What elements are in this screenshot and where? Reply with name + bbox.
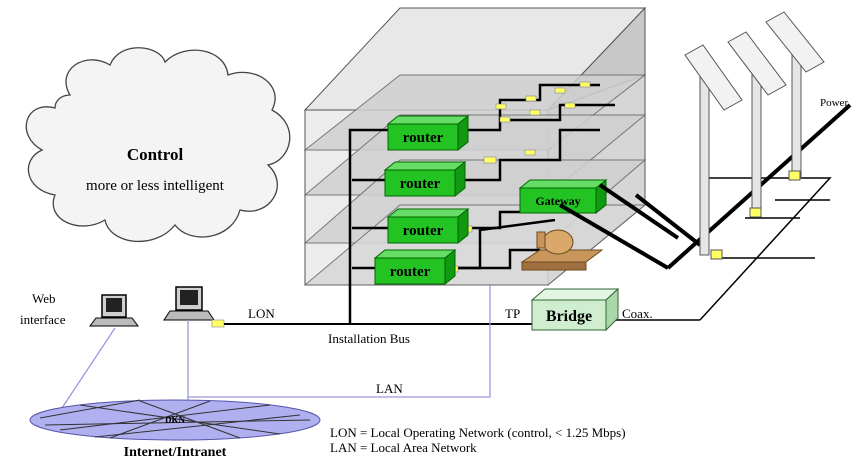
web-interface-label-2: interface xyxy=(20,312,66,327)
router-2[interactable]: router xyxy=(383,160,467,198)
cloud-subtitle: more or less intelligent xyxy=(86,178,225,194)
meter-device xyxy=(520,229,604,271)
web-interface-computer[interactable] xyxy=(89,294,139,327)
router-label: router xyxy=(403,130,444,146)
lon-label: LON xyxy=(248,306,275,321)
installation-bus-label: Installation Bus xyxy=(328,331,410,346)
lon-connector xyxy=(211,319,225,328)
solar-panels xyxy=(684,11,825,260)
router-label: router xyxy=(403,223,444,239)
dkn-label: DKN xyxy=(165,415,186,425)
coax-lines xyxy=(612,177,832,321)
control-cloud[interactable]: Control more or less intelligent xyxy=(25,47,291,243)
gateway[interactable]: Gateway xyxy=(518,178,608,215)
internet-network[interactable]: DKN xyxy=(29,399,321,441)
web-interface-label-1: Web xyxy=(32,291,56,306)
lon-computer[interactable] xyxy=(163,286,215,321)
coax-label: Coax. xyxy=(622,306,653,321)
power-cables xyxy=(558,103,852,270)
lan-label: LAN xyxy=(376,381,403,396)
router-label: router xyxy=(390,264,431,280)
building xyxy=(303,6,647,287)
cloud-title: Control xyxy=(127,145,184,164)
router-4[interactable]: router xyxy=(373,248,457,286)
building-wiring xyxy=(348,83,615,325)
internet-label: Internet/Intranet xyxy=(124,445,227,459)
bridge-label: Bridge xyxy=(546,308,592,325)
power-label: Power xyxy=(820,97,848,109)
router-label: router xyxy=(400,176,441,192)
router-1[interactable]: router xyxy=(386,114,470,152)
legend-lon: LON = Local Operating Network (control, … xyxy=(330,425,626,440)
router-3[interactable]: router xyxy=(386,207,470,245)
bridge[interactable]: Bridge xyxy=(530,287,620,332)
gateway-label: Gateway xyxy=(535,194,580,208)
legend-lan: LAN = Local Area Network xyxy=(330,440,477,455)
tp-label: TP xyxy=(505,306,520,321)
